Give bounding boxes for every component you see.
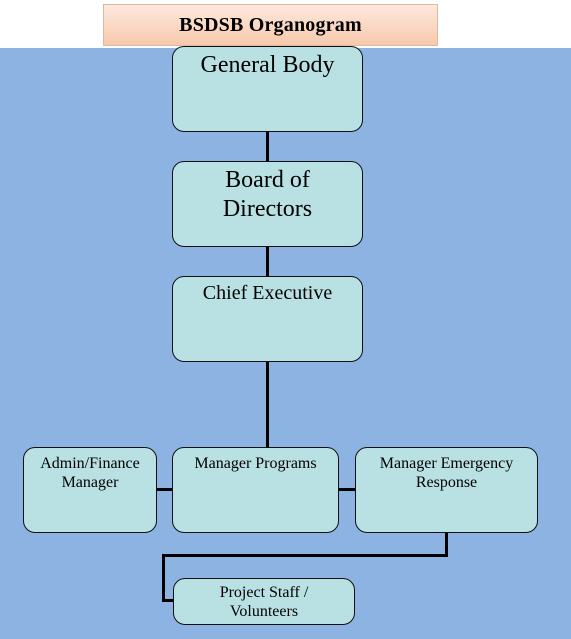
- node-general-body: General Body: [172, 46, 363, 132]
- connector-board-to-chief-executive: [266, 246, 269, 276]
- node-emergency-line1: Manager Emergency: [379, 455, 514, 472]
- organogram-title: BSDSB Organogram: [103, 4, 438, 46]
- node-admin-finance-manager: Admin/Finance Manager: [23, 447, 157, 533]
- node-emergency-line2: Response: [415, 474, 478, 492]
- node-board-line2: Directors: [222, 195, 313, 222]
- connector-chief-executive-to-manager-programs: [266, 361, 269, 448]
- node-admin-line2: Manager: [61, 474, 119, 492]
- connector-staff-vertical: [162, 554, 165, 602]
- node-manager-programs: Manager Programs: [172, 447, 339, 533]
- node-staff-line2: Volunteers: [229, 603, 299, 621]
- node-board-of-directors: Board of Directors: [172, 161, 363, 247]
- connector-emergency-down: [445, 532, 448, 557]
- node-general-body-label: General Body: [200, 52, 335, 78]
- node-staff-line1: Project Staff /: [219, 584, 309, 601]
- node-admin-line1: Admin/Finance: [40, 455, 140, 472]
- node-project-staff-volunteers: Project Staff / Volunteers: [173, 578, 355, 625]
- connector-general-body-to-board: [266, 131, 269, 162]
- node-manager-programs-label: Manager Programs: [194, 455, 317, 472]
- node-board-line1: Board of: [225, 167, 310, 193]
- connector-manager-programs-to-emergency: [338, 488, 356, 491]
- connector-admin-to-manager-programs: [156, 488, 173, 491]
- connector-horizontal-to-staff: [162, 554, 448, 557]
- node-chief-executive-label: Chief Executive: [202, 282, 333, 304]
- node-manager-emergency-response: Manager Emergency Response: [355, 447, 538, 533]
- connector-staff-stub: [162, 599, 174, 602]
- node-chief-executive: Chief Executive: [172, 276, 363, 362]
